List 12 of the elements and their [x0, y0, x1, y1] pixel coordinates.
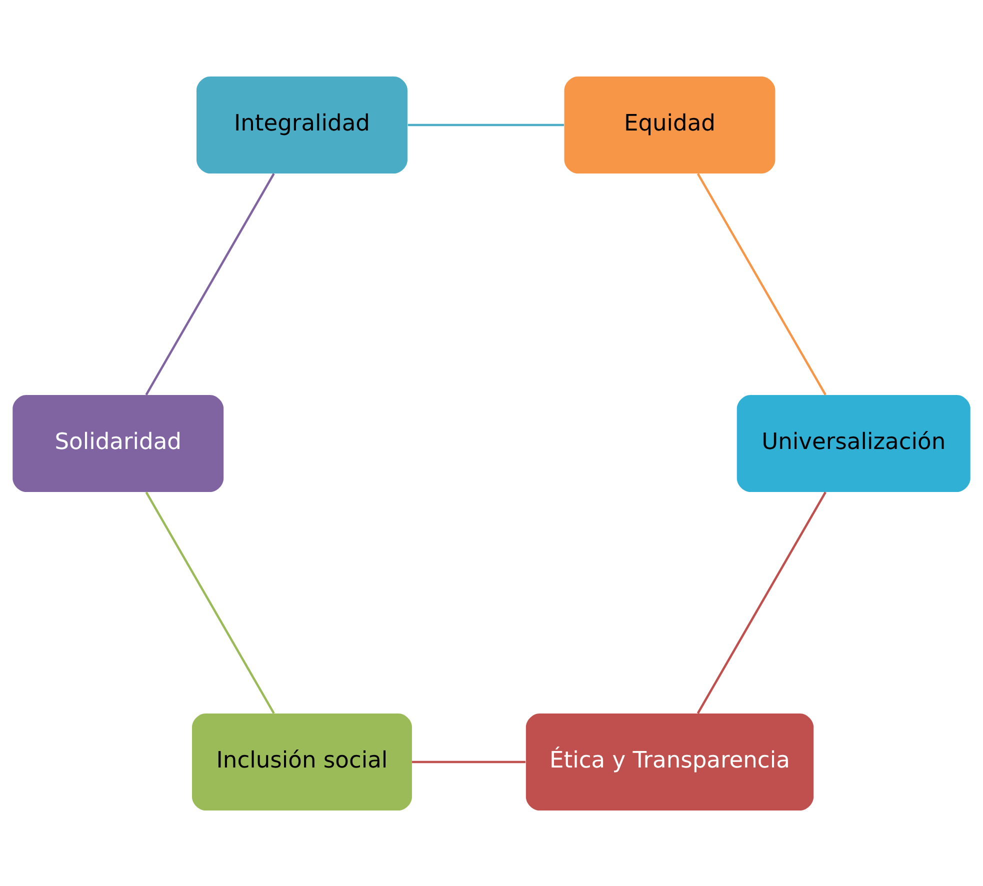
node-box: Solidaridad [12, 394, 224, 492]
connector [696, 491, 826, 714]
node-box: Universalización [736, 394, 970, 492]
node-box: Inclusión social [192, 712, 412, 810]
node-box: Integralidad [196, 76, 408, 174]
node-box: Equidad [564, 76, 776, 174]
connector [412, 760, 526, 763]
connector [696, 172, 826, 395]
connector [145, 172, 275, 395]
connector [145, 491, 275, 714]
connector [408, 123, 564, 126]
node-box: Ética y Transparencia [526, 712, 814, 810]
